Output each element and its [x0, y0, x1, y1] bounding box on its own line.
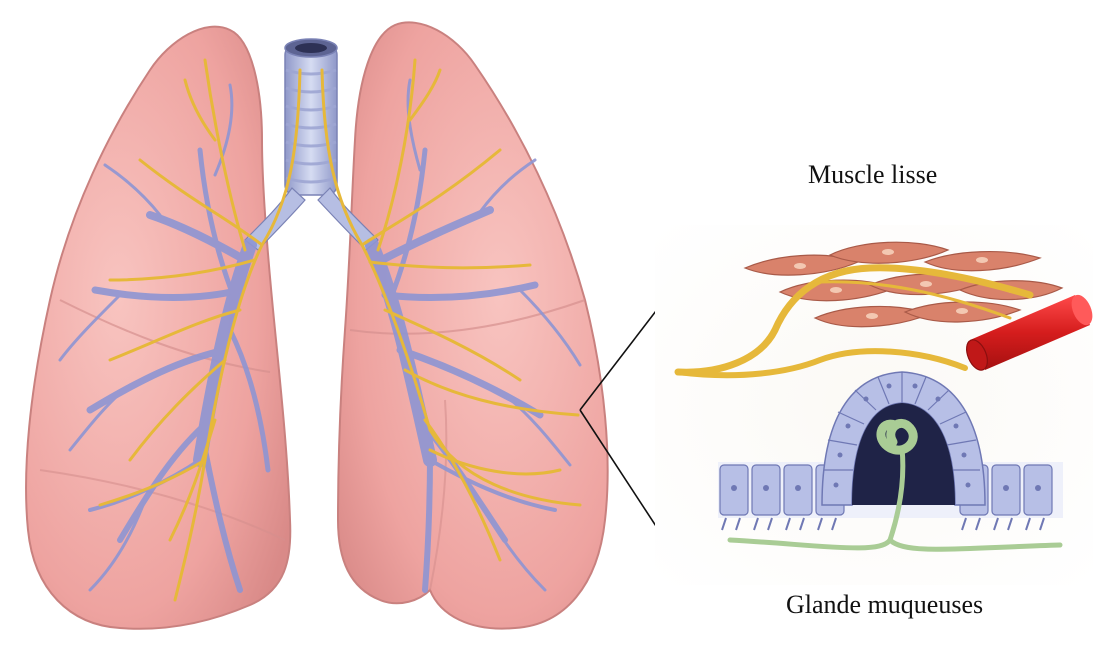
inset	[655, 225, 1093, 585]
label-mucous-gland: Glande muqueuses	[786, 590, 983, 620]
left-lung	[26, 27, 290, 629]
label-smooth-muscle: Muscle lisse	[808, 160, 937, 190]
right-lung	[338, 22, 608, 628]
